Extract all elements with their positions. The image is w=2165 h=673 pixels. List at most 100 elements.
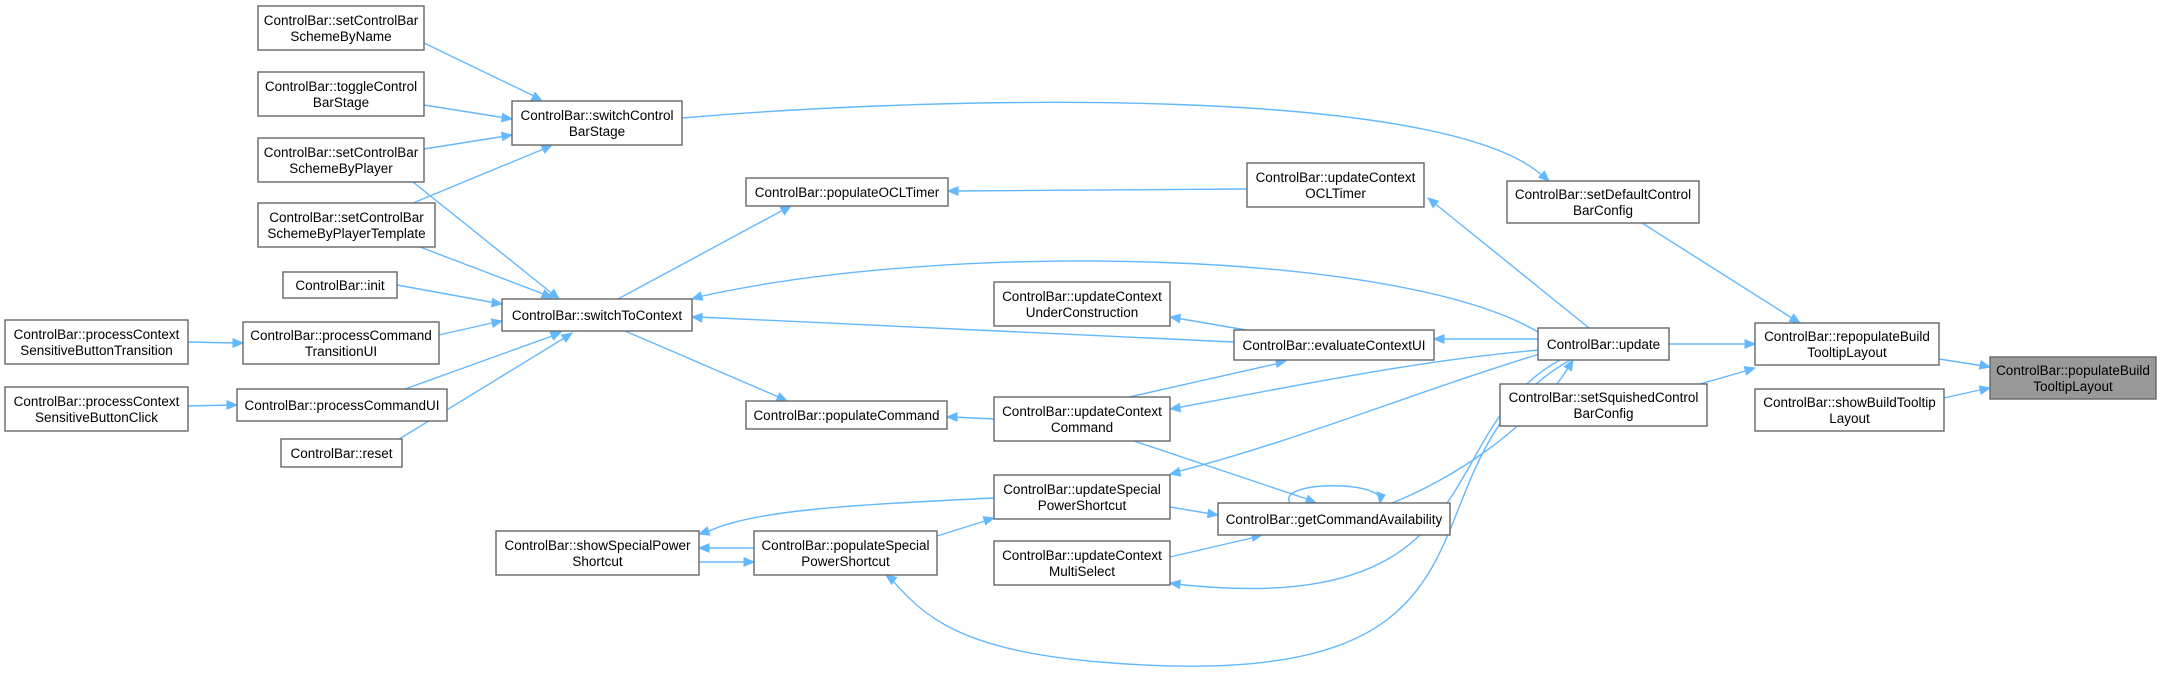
arrowhead-icon [779,205,793,216]
edge-showBuildTooltipLayout-to-populateBuildTooltipLayout [1943,385,1992,399]
edge-update-to-updateSpecialPowerShortcut [1168,351,1547,477]
edge-line [1641,222,1796,321]
edge-update-to-populateSpecialPowerShortcut [884,359,1571,667]
node-label-line: ControlBar::updateContext [1256,170,1416,185]
edge-line [1128,362,1281,398]
node-setControlBarSchemeByPlayerTemplate[interactable]: ControlBar::setControlBarSchemeByPlayerT… [257,202,436,248]
node-update[interactable]: ControlBar::update [1537,327,1670,361]
node-label-line: ControlBar::init [295,278,385,293]
edge-evaluateContextUI-to-switchToContext [690,312,1235,343]
arrowhead-icon [690,312,703,323]
node-init[interactable]: ControlBar::init [282,271,398,299]
arrowhead-icon [1978,385,1992,396]
node-label-line: SensitiveButtonClick [35,410,158,425]
arrowhead-icon [500,131,514,142]
edge-update-to-switchToContext [690,260,1539,333]
edge-line [1699,369,1750,385]
arrowhead-icon [1206,508,1220,519]
arrowhead-icon [540,289,554,299]
node-label-line: ControlBar::setDefaultControl [1515,187,1691,202]
node-label-line: ControlBar::setSquishedControl [1509,390,1699,405]
arrowhead-icon [1563,358,1574,372]
edge-processCommandTransitionUI-to-switchToContext [438,318,504,336]
node-processContextSensitiveButtonTransition[interactable]: ControlBar::processContextSensitiveButto… [4,319,189,365]
node-box [257,5,425,51]
node-label-line: ControlBar::reset [290,446,392,461]
arrowhead-icon [946,186,959,196]
node-updateContextUnderConstruction[interactable]: ControlBar::updateContextUnderConstructi… [993,281,1171,327]
edge-updateContextCommand-to-populateCommand [945,412,995,422]
node-processCommandUI[interactable]: ControlBar::processCommandUI [236,388,448,422]
edge-line [889,359,1571,667]
node-populateOCLTimer[interactable]: ControlBar::populateOCLTimer [745,177,949,207]
node-box [4,319,189,365]
node-box [495,530,700,576]
node-populateCommand[interactable]: ControlBar::populateCommand [745,400,948,430]
node-box [257,202,436,248]
edge-processCommandUI-to-switchToContext [404,331,563,390]
edge-evaluateContextUI-to-updateContextUnderConstruction [1168,313,1247,331]
node-box [745,177,949,207]
edge-line [404,334,556,390]
node-label-line: BarStage [313,95,369,110]
edge-line [1938,358,1985,367]
arrowhead-icon [1168,579,1182,590]
edge-line [438,321,497,336]
arrowhead-icon [540,144,554,154]
edge-line [423,42,537,98]
edge-switchToContext-to-populateOCLTimer [617,205,793,300]
arrowhead-icon [1168,466,1182,477]
node-evaluateContextUI[interactable]: ControlBar::evaluateContextUI [1233,329,1435,361]
node-box [282,271,398,299]
node-box [993,540,1171,586]
arrowhead-icon [775,392,789,402]
arrowhead-icon [1432,334,1445,344]
node-label-line: ControlBar::populateCommand [753,408,939,423]
node-label-line: ControlBar::updateContext [1002,289,1162,304]
node-switchToContext[interactable]: ControlBar::switchToContext [501,298,693,332]
node-label-line: UnderConstruction [1026,305,1139,320]
node-getCommandAvailability[interactable]: ControlBar::getCommandAvailability [1217,502,1451,536]
edge-setControlBarSchemeByPlayerTemplate-to-switchControlBarStage [412,144,554,204]
arrowhead-icon [945,412,958,422]
edge-updateSpecialPowerShortcut-to-showSpecialPowerShortcut [697,497,995,536]
node-processContextSensitiveButtonClick[interactable]: ControlBar::processContextSensitiveButto… [4,386,189,432]
node-box [1754,388,1945,432]
node-box [4,386,189,432]
node-label-line: PowerShortcut [1038,498,1127,513]
edge-update-to-repopulateBuildTooltipLayout [1669,339,1757,349]
node-label-line: Layout [1829,411,1870,426]
arrowhead-icon [1304,494,1318,504]
arrowhead-icon [1427,197,1440,209]
node-box [1537,327,1670,361]
node-box [257,71,425,117]
arrowhead-icon [1744,339,1757,349]
node-reset[interactable]: ControlBar::reset [280,438,403,468]
node-label-line: Shortcut [572,554,623,569]
edge-line [412,181,555,296]
edge-line [395,336,567,442]
node-label-line: ControlBar::updateSpecial [1003,482,1161,497]
node-label-line: MultiSelect [1049,564,1115,579]
node-label-line: SchemeByPlayerTemplate [267,226,425,241]
node-label-line: ControlBar::processCommand [250,328,432,343]
edge-line [952,416,995,420]
node-label-line: ControlBar::populateBuild [1996,363,2150,378]
node-label-line: ControlBar::update [1547,337,1660,352]
